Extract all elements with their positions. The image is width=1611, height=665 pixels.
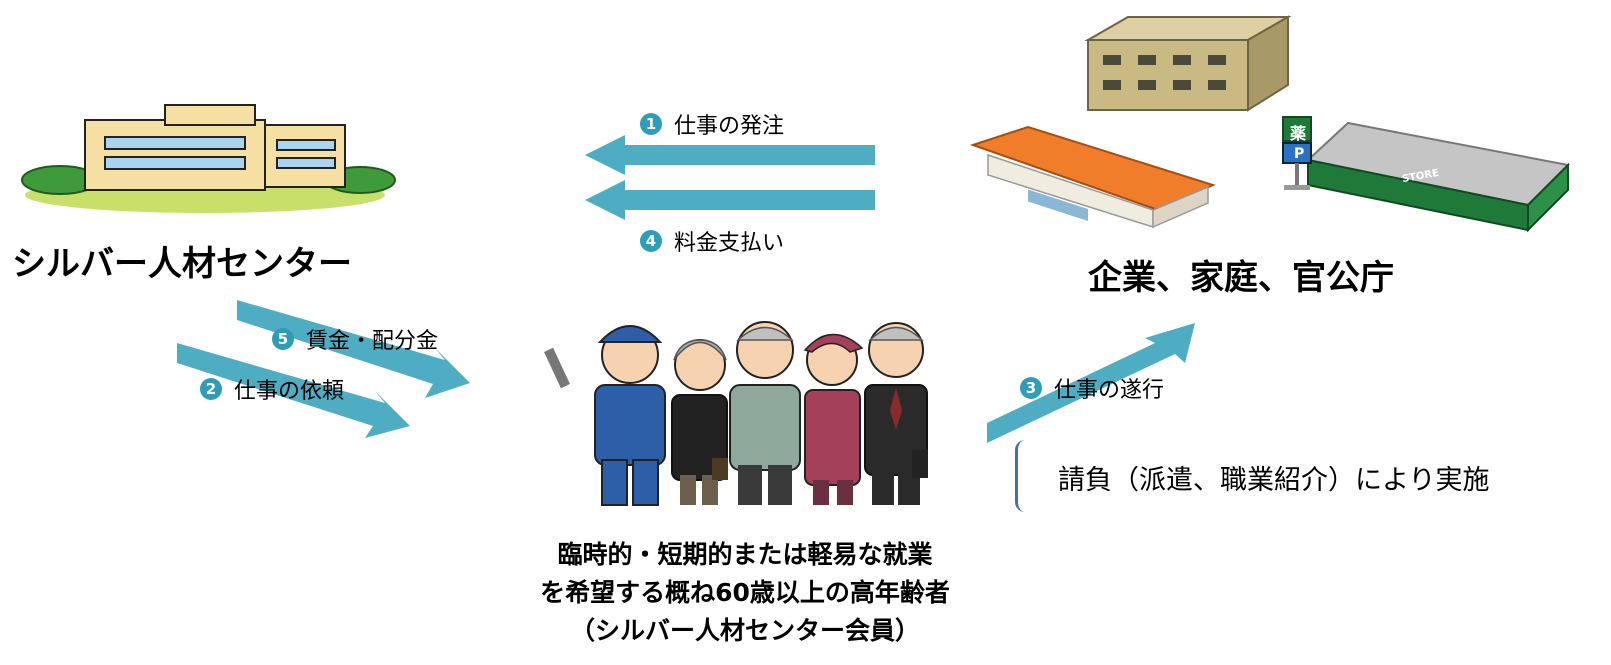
step-3-label: 3 仕事の遂行 [1020, 372, 1164, 404]
worker-blue-uniform-icon [544, 325, 666, 506]
arrow-wage [237, 300, 470, 398]
worker-suit-man-icon [864, 322, 928, 505]
step-2-label: 2 仕事の依頼 [200, 373, 344, 405]
arrow-payment [585, 180, 875, 220]
clients-label: 企業、家庭、官公庁 [1088, 258, 1394, 298]
worker-suit-woman-icon [671, 339, 728, 505]
pharmacy-sign: 薬 [1290, 124, 1307, 143]
arrow-order [585, 135, 875, 175]
step-1-number: 1 [640, 113, 662, 135]
worker-grey-jacket-icon [729, 321, 801, 505]
step-2-number: 2 [200, 378, 222, 400]
house-icon [969, 125, 1216, 229]
arrows-order-payment [585, 135, 875, 220]
step-5-number: 5 [272, 328, 294, 350]
step-4-number: 4 [640, 230, 662, 252]
step-4-text: 料金支払い [674, 231, 785, 256]
members-caption: 臨時的・短期的または軽易な就業 を希望する概ね60歳以上の高年齢者 （シルバー人… [445, 536, 1045, 650]
step-4-label: 4 料金支払い [640, 225, 784, 257]
members-caption-line-3: （シルバー人材センター会員） [569, 616, 920, 645]
arrows-wage-request [177, 300, 470, 438]
parking-sign: P [1294, 146, 1305, 162]
worker-apron-icon [803, 333, 864, 505]
members-caption-line-1: 臨時的・短期的または軽易な就業 [557, 540, 933, 569]
silver-center-label: シルバー人材センター [12, 244, 352, 284]
step-5-label: 5 賃金・配分金 [272, 323, 438, 355]
step-1-label: 1 仕事の発注 [640, 108, 784, 140]
silver-center-building-image [21, 104, 396, 213]
arrow-request [177, 343, 410, 438]
members-caption-line-2: を希望する概ね60歳以上の高年齢者 [540, 578, 950, 607]
step-3-text: 仕事の遂行 [1054, 378, 1165, 403]
step-1-text: 仕事の発注 [674, 114, 785, 139]
note-bracket [1015, 440, 1030, 512]
store-building-icon [1282, 116, 1571, 233]
clients-buildings-image [969, 15, 1571, 233]
arrow-work-execution [987, 323, 1195, 443]
contract-note: 請負（派遣、職業紹介）により実施 [1058, 465, 1490, 496]
step-5-text: 賃金・配分金 [306, 329, 439, 354]
senior-workers-illustration [544, 321, 928, 506]
office-building-icon [1084, 15, 1292, 112]
step-3-number: 3 [1020, 377, 1042, 399]
step-2-text: 仕事の依頼 [234, 379, 345, 404]
